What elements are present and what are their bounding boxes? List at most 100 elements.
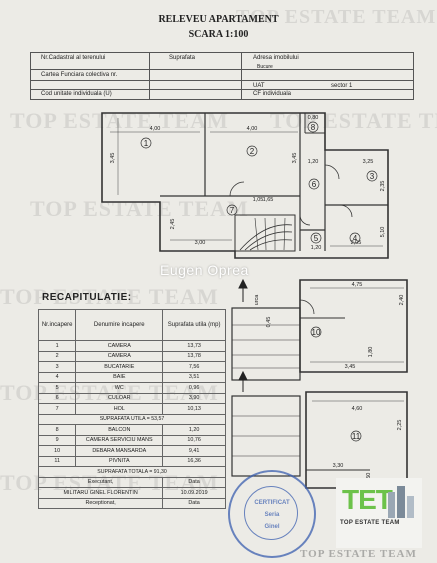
room-number: 7 [230, 206, 235, 215]
room-number: 1 [144, 139, 149, 148]
info-cf-label: Cartea Funciara colectiva nr. [41, 72, 118, 78]
table-cell: 5 [37, 382, 77, 394]
agency-watermark: TOP ESTATE TEAM [270, 108, 437, 133]
dimension: 3,45 [110, 153, 116, 164]
table-cell: Receptionat, [37, 497, 164, 509]
dimension: 3,30 [333, 463, 344, 469]
table-header-row: Nr.incapere Denumire incapere Suprafata … [37, 309, 226, 341]
dimension: 1,05 [253, 197, 264, 203]
stair-label: urca [254, 294, 260, 306]
col-header: Nr.incapere [37, 309, 77, 341]
dimension: 1,65 [263, 197, 274, 203]
table-cell: BALCON [75, 424, 164, 436]
table-cell: 13,78 [162, 350, 226, 362]
page-title: RELEVEU APARTAMENT [158, 14, 279, 25]
dimension: 2,45 [170, 219, 176, 230]
table-cell: BUCATARIE [75, 361, 164, 373]
table-cell: 10,76 [162, 434, 226, 446]
table-cell: DEBARA MANSARDA [75, 445, 164, 457]
info-table: Nr.Cadastral al terenului Suprafata Adre… [30, 52, 414, 100]
dimension: 0,80 [308, 115, 319, 121]
agency-watermark: TOP ESTATE TEAM [300, 548, 417, 560]
table-cell: 3,90 [162, 392, 226, 404]
info-unit-code-label: Cod unitate individuala (U) [41, 91, 112, 97]
table-cell: Data [162, 476, 226, 488]
table-cell: CAMERA [75, 350, 164, 362]
table-cell: HOL [75, 403, 164, 415]
table-cell: CAMERA [75, 340, 164, 352]
dimension: 4,60 [352, 406, 363, 412]
table-cell: Executant, [37, 476, 164, 488]
table-cell: CAMERA SERVICIU MANS [75, 434, 164, 446]
info-city: Bucure [257, 64, 273, 70]
util-total-row: SUPRAFATA UTILA = 53,57 [38, 413, 226, 425]
recap-table: Nr.incapere Denumire incapere Suprafata … [37, 309, 226, 509]
table-cell: 10.09.2019 [162, 487, 226, 499]
table-cell: MILITARU GINEL FLORENTIN [37, 487, 164, 499]
dimension: 2,05 [351, 240, 362, 246]
dimension: 0,45 [266, 317, 272, 328]
room-number: 5 [314, 234, 319, 243]
table-cell: 6 [37, 392, 77, 404]
signature-row: Executant,Data [37, 476, 226, 488]
certification-stamp: CERTIFICAT Seria Ginel [228, 470, 316, 558]
dimension: 2,35 [380, 181, 386, 192]
dimension: 1,20 [311, 245, 322, 251]
room-number: 3 [370, 172, 375, 181]
table-cell: 10 [37, 445, 77, 457]
agency-watermark: TOP ESTATE TEAM [10, 108, 229, 133]
dimension: 3,00 [195, 240, 206, 246]
table-cell: 2 [37, 350, 77, 362]
dimension: 4,00 [247, 126, 258, 132]
agency-watermark: TOP ESTATE TEAM [236, 6, 437, 28]
col-header: Denumire incapere [75, 309, 164, 341]
logo-subtitle: TOP ESTATE TEAM [340, 520, 400, 526]
dimension: 1,80 [368, 347, 374, 358]
table-cell: 16,36 [162, 455, 226, 467]
table-cell: 1,20 [162, 424, 226, 436]
dimension: 2,25 [397, 420, 403, 431]
brand-watermark: Eugen Oprea [160, 262, 249, 278]
dimension: 3,45 [345, 364, 356, 370]
info-uat-label: UAT [253, 83, 265, 89]
table-cell: 7 [37, 403, 77, 415]
logo-mark: TET [342, 484, 393, 515]
room-number: 2 [250, 147, 255, 156]
dimension: 5,10 [380, 227, 386, 238]
dimension: 3,45 [292, 153, 298, 164]
table-cell: 9,41 [162, 445, 226, 457]
table-cell: BAIE [75, 371, 164, 383]
room-number: 8 [311, 123, 316, 132]
room-number: 6 [312, 180, 317, 189]
agency-logo: TET TOP ESTATE TEAM [336, 478, 422, 548]
dimension: 2,40 [399, 295, 405, 306]
col-header: Suprafata utila (mp) [162, 309, 226, 341]
room-number: 10 [312, 328, 321, 337]
table-cell: 3,51 [162, 371, 226, 383]
agency-watermark: TOP ESTATE TEAM [30, 196, 249, 221]
table-cell: CULOAR [75, 392, 164, 404]
table-cell: 11 [37, 455, 77, 467]
table-cell: 0,96 [162, 382, 226, 394]
signature-row: Receptionat,Data [37, 497, 226, 509]
table-cell: 8 [37, 424, 77, 436]
table-cell: 4 [37, 371, 77, 383]
dimension: 3,25 [363, 159, 374, 165]
recap-title: RECAPITULATIE: [42, 292, 132, 303]
dimension: 4,00 [150, 126, 161, 132]
dimension: 1,20 [308, 159, 319, 165]
table-cell: SUPRAFATA TOTALA = 91,30 [38, 466, 226, 478]
grand-total-row: SUPRAFATA TOTALA = 91,30 [38, 466, 226, 478]
main-floor-outline [101, 112, 389, 259]
